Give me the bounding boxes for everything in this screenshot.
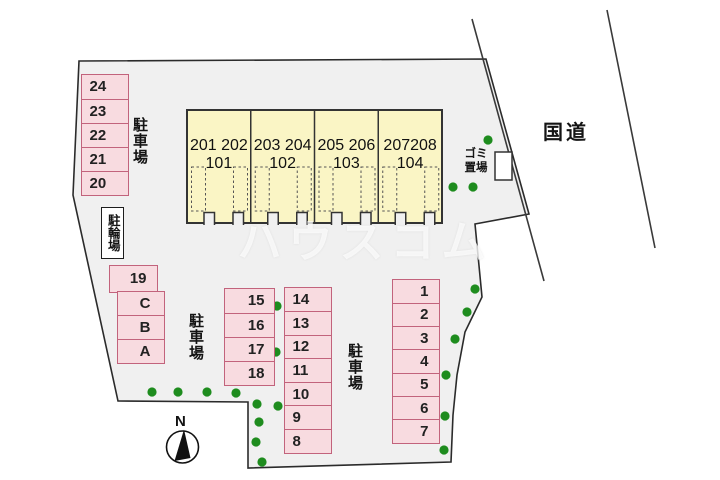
parking-spot-18: 18	[224, 360, 274, 385]
balcony-strip	[360, 166, 376, 212]
parking-spot-24: 24	[81, 74, 128, 99]
tree-dot	[470, 284, 480, 294]
balcony-strip	[424, 166, 440, 212]
parking-spot-C: C	[117, 291, 164, 316]
entry-notch	[395, 212, 406, 225]
parking-spot-8: 8	[284, 429, 331, 453]
compass-n-label: N	[175, 413, 186, 430]
parking-spot-13: 13	[284, 311, 331, 335]
entry-notch	[204, 212, 215, 225]
balcony-strip	[382, 166, 398, 212]
parking-spot-4: 4	[392, 349, 439, 373]
tree-dot	[272, 301, 282, 311]
parking-spot-2: 2	[392, 302, 439, 327]
entry-notch-outline	[203, 211, 216, 225]
parking-spot-23: 23	[81, 98, 128, 123]
tree-dot	[441, 370, 451, 380]
entry-notch	[267, 212, 279, 225]
tree-dot	[147, 387, 157, 397]
entry-notch-outline	[330, 211, 343, 225]
north-compass-icon	[165, 429, 200, 464]
trees-layer	[147, 135, 493, 467]
entry-notch-outline	[296, 211, 308, 225]
parking-label-right: 駐車場	[346, 343, 363, 391]
tree-dot	[468, 182, 478, 192]
entry-notch	[360, 212, 371, 225]
entry-notch	[424, 212, 435, 225]
parking-spot-22: 22	[81, 122, 128, 147]
tree-dot	[483, 135, 493, 145]
entry-notch-outline	[394, 211, 407, 225]
parking-label-middle: 駐車場	[187, 313, 204, 361]
tree-dot	[252, 399, 262, 409]
tree-dot	[202, 387, 212, 397]
tree-dot	[273, 401, 283, 411]
entry-notch-outline	[232, 211, 245, 225]
tree-dot	[251, 437, 261, 447]
watermark-text: ハウスコム	[237, 218, 493, 267]
parking-spot-3: 3	[392, 326, 439, 350]
tree-dot	[254, 417, 264, 427]
parking-spot-7: 7	[392, 419, 439, 443]
entry-notch	[296, 212, 308, 225]
tree-dot	[450, 334, 460, 344]
balcony-strip	[296, 166, 312, 212]
parking-spot-15: 15	[224, 288, 274, 313]
garbage-station-box	[494, 151, 513, 181]
parking-spot-6: 6	[392, 395, 439, 420]
tree-dot	[439, 445, 449, 455]
balcony-strip	[233, 166, 248, 212]
bicycle-parking-label: 駐輪場	[105, 214, 120, 252]
tree-dot	[440, 411, 450, 421]
balcony-strip	[318, 166, 334, 212]
apartment-building	[186, 109, 443, 225]
garbage-station-label: ゴミ 置場	[464, 148, 488, 174]
tree-dot	[448, 182, 458, 192]
tree-dot	[462, 307, 472, 317]
parking-spot-19: 19	[109, 265, 157, 292]
tree-dot	[231, 388, 241, 398]
parking-spot-B: B	[117, 315, 164, 339]
road-edge-right	[606, 9, 656, 249]
parking-label-left: 駐車場	[131, 117, 148, 165]
entry-notch-outline	[423, 211, 436, 225]
parking-spot-21: 21	[81, 146, 128, 171]
entry-notch	[233, 212, 244, 225]
entry-notch-outline	[267, 211, 279, 225]
parking-spot-10: 10	[284, 381, 331, 406]
tree-dot	[173, 387, 183, 397]
parking-spot-17: 17	[224, 336, 274, 361]
parking-spot-1: 1	[392, 279, 439, 303]
parking-spot-16: 16	[224, 312, 274, 337]
balcony-strip	[254, 166, 270, 212]
entry-notch-outline	[359, 211, 372, 225]
parking-spot-5: 5	[392, 372, 439, 396]
bicycle-parking-box: 駐輪場	[101, 207, 124, 259]
road-label: 国道	[543, 122, 589, 144]
parking-spot-11: 11	[284, 358, 331, 382]
parking-spot-A: A	[117, 338, 164, 363]
parking-spot-12: 12	[284, 334, 331, 359]
spot-19: 19	[108, 264, 158, 293]
parking-spot-20: 20	[81, 170, 128, 195]
road-edge-left	[471, 18, 545, 282]
tree-dot	[257, 457, 267, 467]
balcony-strip	[191, 166, 206, 212]
parking-spot-14: 14	[284, 287, 331, 312]
entry-notch	[331, 212, 342, 225]
parking-spot-9: 9	[284, 405, 331, 430]
